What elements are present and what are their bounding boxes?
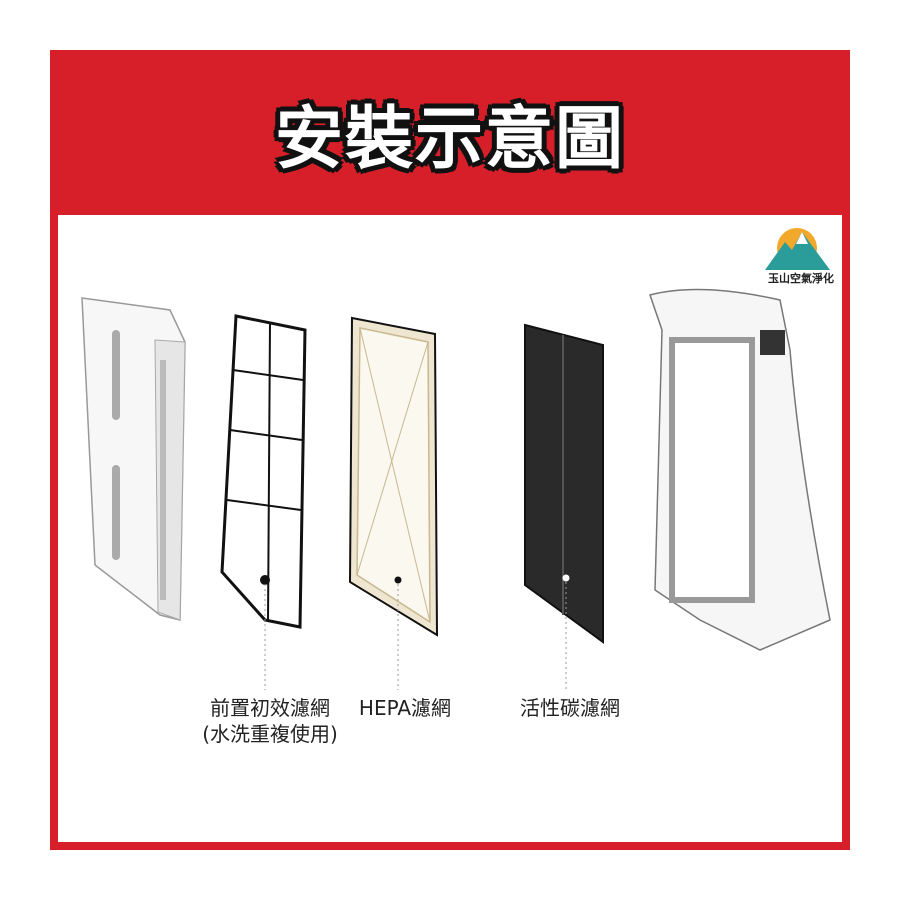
brand-logo	[765, 228, 830, 270]
air-purifier-body	[649, 288, 831, 651]
carbon-filter	[524, 323, 604, 644]
logo-text: 玉山空氣淨化	[768, 272, 834, 285]
pre-filter-label: 前置初效濾網 (水洗重複使用)	[190, 695, 350, 747]
leader-lines	[264, 582, 567, 690]
pre-filter-label-line1: 前置初效濾網	[210, 696, 330, 720]
hepa-label: HEPA濾網	[358, 696, 452, 720]
carbon-label: 活性碳濾網	[520, 696, 620, 720]
pre-filter-label-line2: (水洗重複使用)	[202, 722, 338, 746]
hepa-filter	[348, 316, 439, 637]
front-panel	[81, 297, 186, 621]
pre-filter	[220, 314, 307, 629]
page-title: 安裝示意圖	[274, 100, 625, 179]
